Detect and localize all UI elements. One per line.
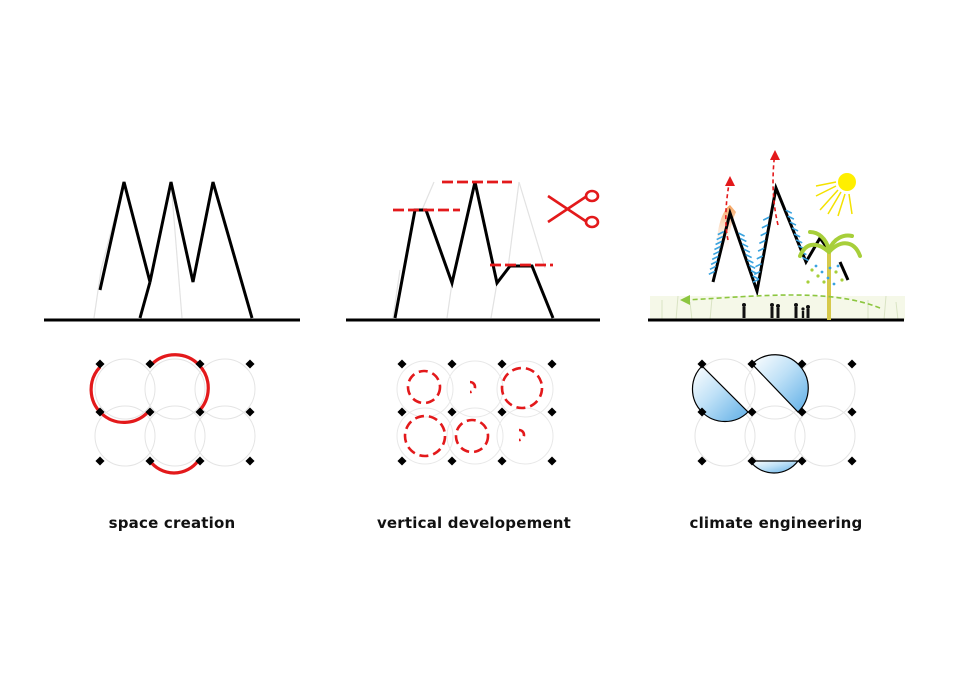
column-marker: [195, 359, 205, 369]
cooling-tick: [753, 270, 761, 276]
column-marker: [145, 359, 155, 369]
cooling-tick: [741, 243, 749, 248]
plan-ghost-circles: [94, 358, 256, 467]
cooling-tick: [714, 245, 721, 251]
cooling-tick: [740, 237, 747, 243]
cooling-tick: [755, 262, 762, 268]
cooling-tick: [756, 255, 764, 260]
cooling-tick: [712, 250, 720, 256]
cooling-tick: [787, 215, 795, 220]
cooling-marks: [708, 209, 809, 283]
roof-cut-section: [393, 181, 555, 319]
column-marker: [847, 407, 857, 417]
column-marker: [245, 407, 255, 417]
cooling-tick: [795, 239, 803, 244]
plan-dashed-circles: [403, 366, 544, 458]
section-ghost-lines: [93, 181, 253, 319]
people-icon: [742, 303, 810, 318]
column-marker: [397, 456, 407, 466]
roof-leg: [138, 281, 152, 319]
column-marker: [95, 456, 105, 466]
cooling-tick: [716, 235, 724, 241]
column-marker: [697, 456, 707, 466]
cooling-tick: [708, 270, 716, 275]
scissors-icon: [547, 189, 600, 229]
water-mist-dots: [814, 264, 840, 286]
column-marker: [397, 359, 407, 369]
column-marker: [245, 456, 255, 466]
cooling-tick: [745, 253, 752, 259]
cooling-tick: [785, 209, 793, 214]
plan-cooled-bubbles: [691, 354, 809, 474]
cooling-tick: [761, 224, 769, 229]
panel-vertical-development: [346, 180, 600, 466]
cut-lines: [393, 180, 553, 267]
cooling-tick: [759, 239, 766, 245]
cooling-tick: [760, 231, 767, 237]
plan-column-dots: [397, 359, 557, 466]
column-marker: [747, 407, 757, 417]
panel-climate-engineering: [648, 150, 905, 474]
cooling-tick: [738, 232, 745, 237]
plan-ghost-circles: [396, 360, 554, 465]
arrow-heads: [725, 150, 780, 186]
caption-space-creation: space creation: [108, 514, 236, 532]
caption-climate-engineering: climate engineering: [689, 514, 863, 532]
column-marker: [145, 456, 155, 466]
cooling-tick: [748, 264, 756, 269]
column-marker: [797, 456, 807, 466]
cooling-tick: [747, 259, 754, 264]
column-marker: [245, 359, 255, 369]
column-marker: [847, 456, 857, 466]
column-marker: [497, 359, 507, 369]
cooling-tick: [715, 240, 722, 246]
section-ghost-lines: [392, 181, 546, 319]
cooling-tick: [757, 247, 765, 252]
grass-strokes: [661, 295, 899, 321]
column-marker: [497, 456, 507, 466]
column-marker: [547, 456, 557, 466]
cooling-tick: [743, 248, 751, 253]
airflow-arrow-head: [680, 295, 690, 305]
cooling-tick: [711, 255, 719, 261]
column-marker: [195, 456, 205, 466]
roof-leg: [838, 261, 850, 281]
column-marker: [697, 359, 707, 369]
cooling-tick: [802, 256, 809, 262]
column-marker: [195, 407, 205, 417]
cooling-tick: [793, 233, 801, 238]
column-marker: [547, 359, 557, 369]
sun-icon: [815, 173, 856, 217]
palm-tree-icon: [798, 230, 862, 320]
column-marker: [95, 359, 105, 369]
cooling-tick: [709, 265, 717, 271]
cooling-tick: [717, 230, 725, 236]
cooling-tick: [789, 221, 797, 226]
cooling-tick: [752, 278, 760, 283]
column-marker: [145, 407, 155, 417]
cooling-tick: [710, 260, 718, 266]
column-marker: [447, 456, 457, 466]
cooling-tick: [791, 227, 799, 232]
roof-zigzag-section: [98, 181, 254, 319]
caption-vertical-development: vertical developement: [376, 514, 572, 532]
plan-column-dots: [95, 359, 255, 466]
roof-zigzag-section: [711, 182, 832, 297]
cooling-tick: [762, 216, 770, 221]
vegetation-dots: [806, 268, 844, 284]
panel-space-creation: [44, 181, 300, 475]
column-marker: [547, 407, 557, 417]
cooling-tick: [752, 275, 760, 280]
column-marker: [447, 359, 457, 369]
column-marker: [847, 359, 857, 369]
airflow-arrow: [685, 294, 881, 309]
